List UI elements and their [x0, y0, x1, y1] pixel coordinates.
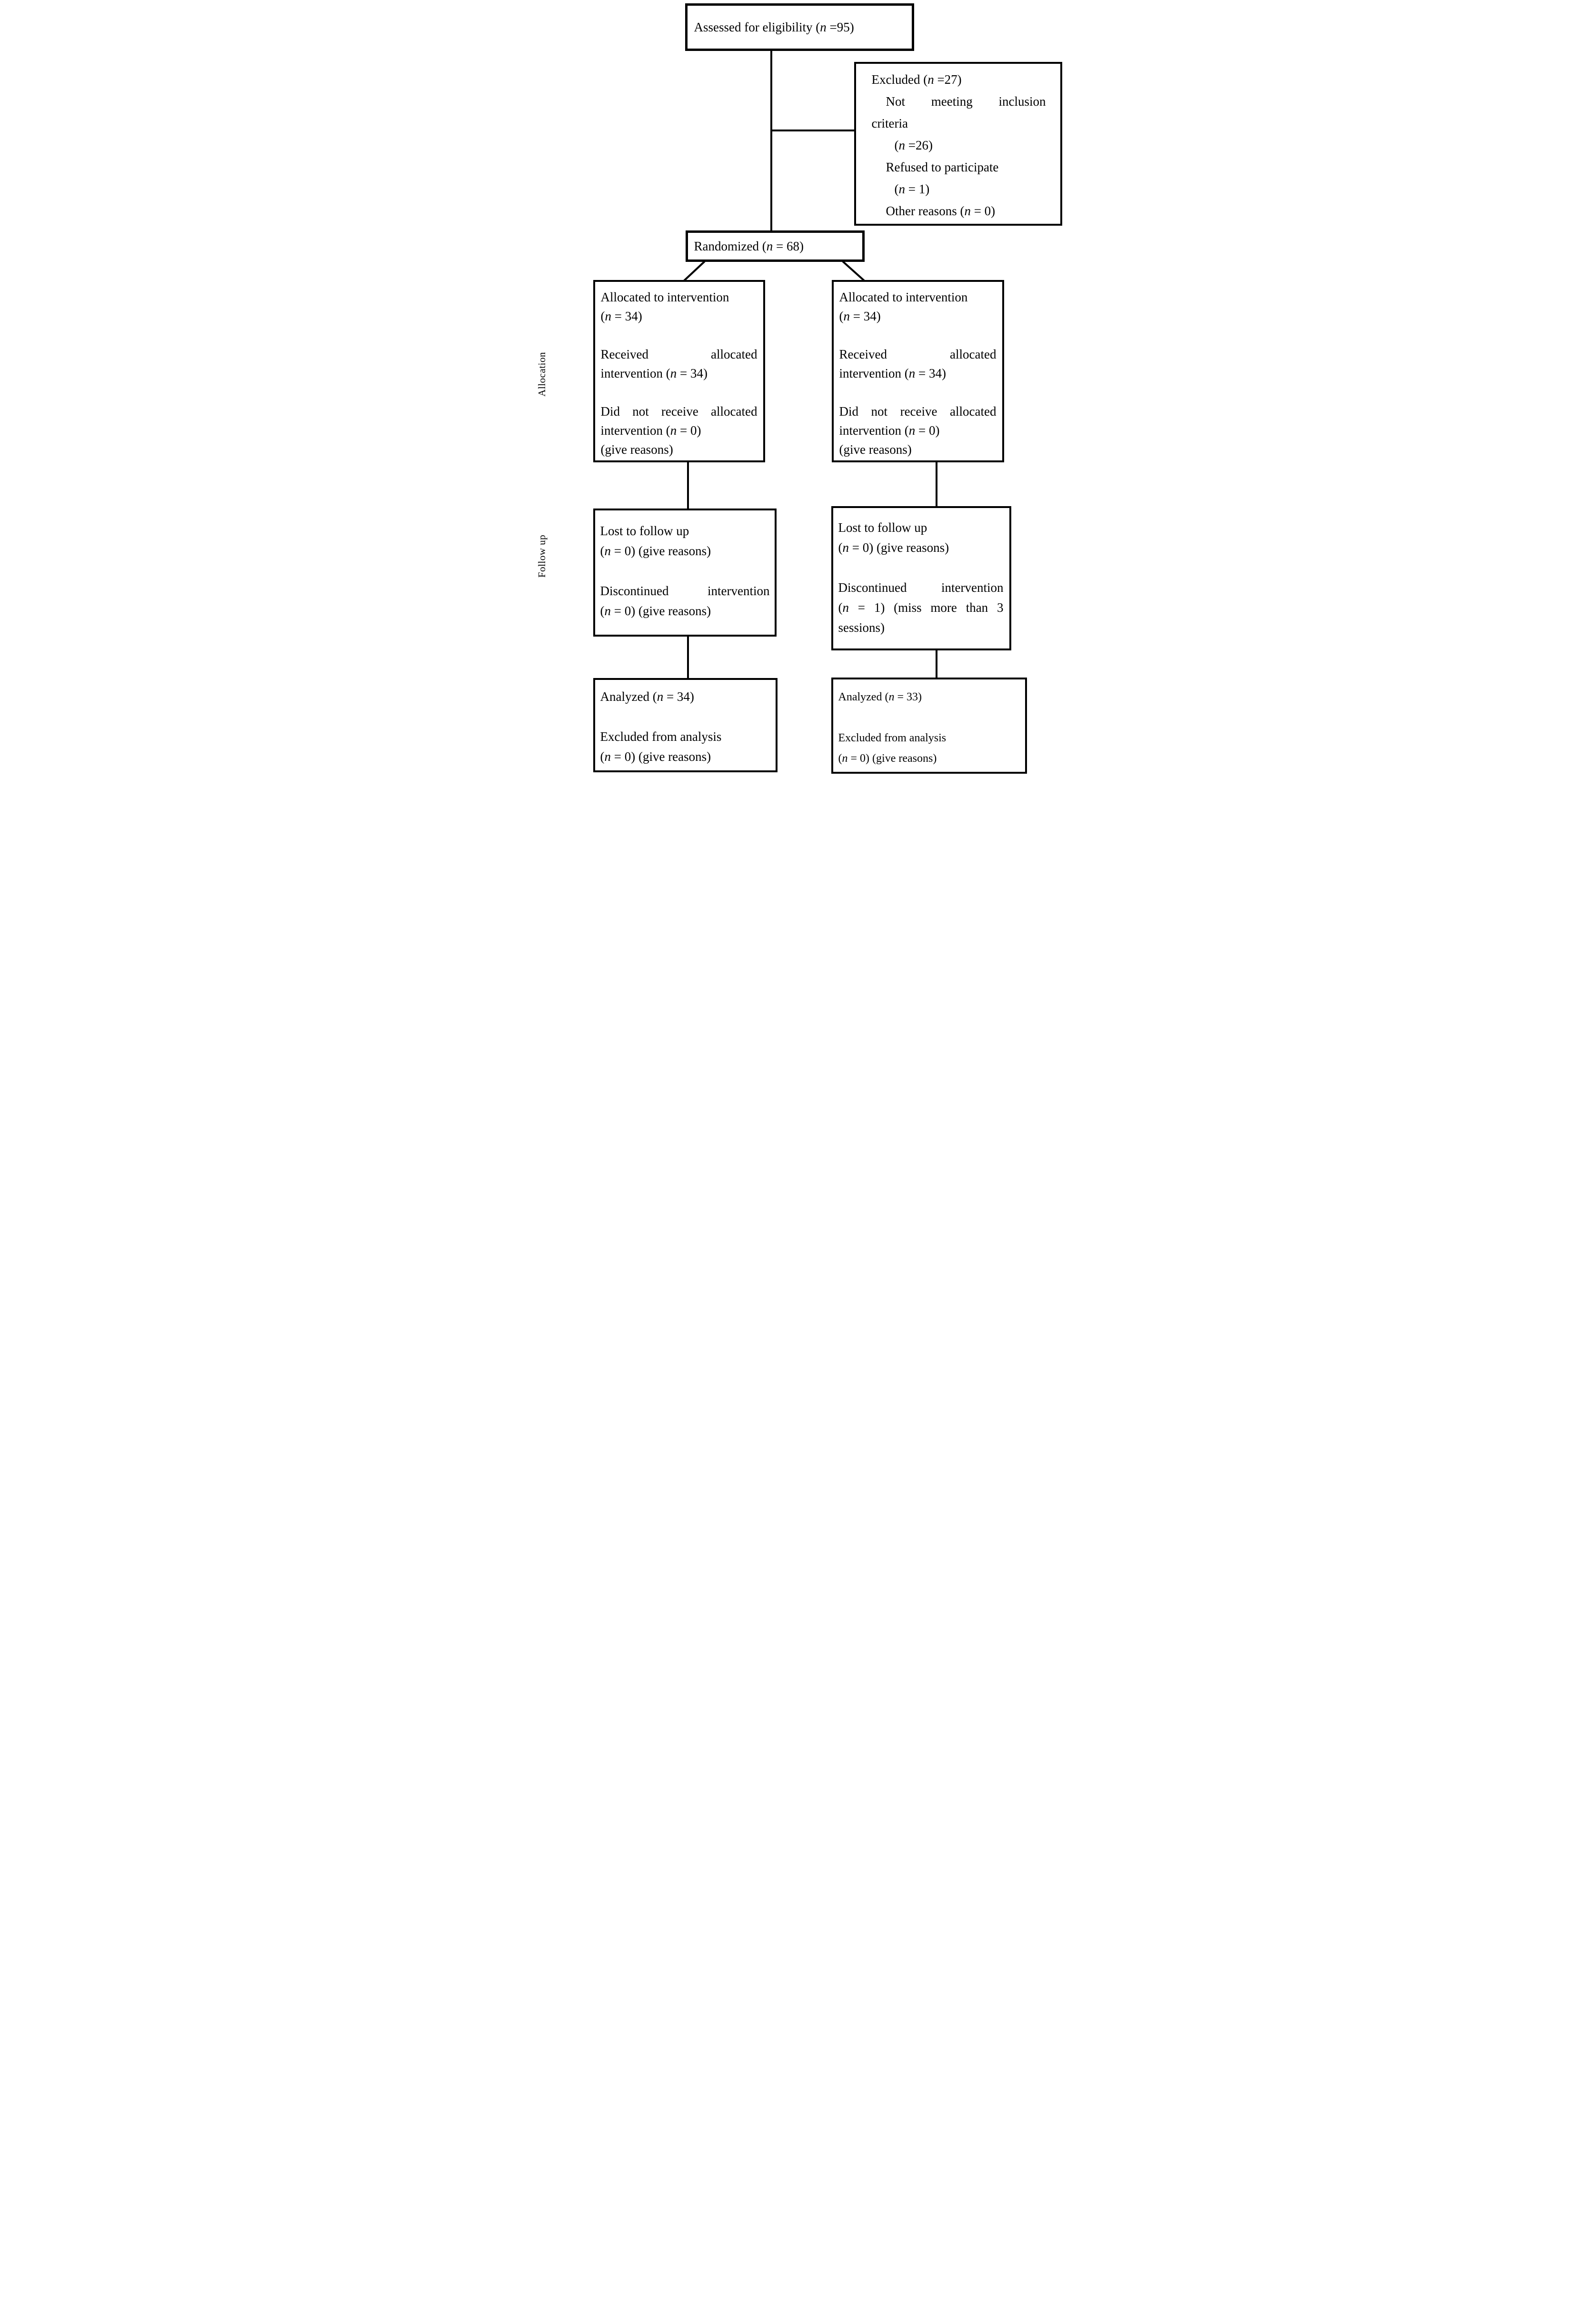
allocation-line: intervention (n = 0)	[600, 423, 701, 438]
allocation-line: (n = 34)	[600, 309, 642, 323]
allocation-line: (n = 34)	[839, 309, 881, 323]
followup-line: Discontinued intervention	[838, 580, 1004, 595]
allocation-line: Did not receive allocated	[839, 404, 997, 419]
allocated-intervention-right-box: Allocated to intervention (n = 34) Recei…	[831, 280, 1004, 462]
followup-line: (n = 0) (give reasons)	[600, 604, 711, 618]
allocation-line: Received allocated	[839, 347, 997, 361]
allocation-line: (give reasons)	[600, 442, 673, 457]
assessed-eligibility-box: Assessed for eligibility (n =95)	[685, 3, 914, 51]
consort-flow-diagram: Assessed for eligibility (n =95) Exclude…	[531, 0, 1064, 775]
excluded-line: Excluded (n =27)	[871, 72, 962, 87]
followup-line: Lost to follow up	[600, 524, 689, 538]
analyzed-line: (n = 0) (give reasons)	[600, 749, 711, 764]
allocation-line: intervention (n = 0)	[839, 423, 940, 438]
followup-line: sessions)	[838, 620, 885, 635]
allocated-intervention-left-box: Allocated to intervention (n = 34) Recei…	[593, 280, 765, 462]
analyzed-line: Excluded from analysis	[600, 729, 722, 744]
excluded-line: Refused to participate	[886, 160, 999, 174]
allocation-line: Allocated to intervention	[600, 290, 729, 304]
allocation-line: Did not receive allocated	[600, 404, 758, 419]
analyzed-line: (n = 0) (give reasons)	[838, 752, 937, 765]
allocation-side-label: Allocation	[536, 352, 547, 397]
excluded-line: criteria	[871, 116, 908, 130]
analyzed-line: Analyzed (n = 34)	[600, 689, 694, 704]
followup-line	[838, 558, 1004, 578]
analyzed-line: Excluded from analysis	[838, 732, 947, 744]
followup-right-box: Lost to follow up (n = 0) (give reasons)…	[831, 506, 1011, 650]
connector-lines	[682, 49, 937, 681]
allocation-line	[839, 383, 997, 402]
allocation-line: (give reasons)	[839, 442, 912, 457]
allocation-line	[601, 326, 758, 345]
randomized-text: Randomized (n = 68)	[694, 239, 804, 253]
followup-line: (n = 0) (give reasons)	[838, 540, 949, 555]
analyzed-right-box: Analyzed (n = 33) Excluded from analysis…	[831, 678, 1027, 774]
followup-line: Lost to follow up	[838, 520, 927, 535]
connector-diagonal-left	[682, 260, 705, 283]
excluded-line: (n =26)	[894, 138, 933, 152]
allocation-line: Received allocated	[600, 347, 758, 361]
allocation-line	[839, 326, 997, 345]
analyzed-left-box: Analyzed (n = 34) Excluded from analysis…	[593, 678, 778, 772]
excluded-box: Excluded (n =27) Not meeting inclusion c…	[854, 62, 1062, 226]
followup-left-box: Lost to follow up (n = 0) (give reasons)…	[593, 509, 777, 637]
analyzed-line: Analyzed (n = 33)	[838, 691, 922, 703]
followup-line: (n = 0) (give reasons)	[600, 544, 711, 558]
excluded-line: Not meeting inclusion	[886, 94, 1046, 109]
followup-side-label: Follow up	[536, 534, 547, 578]
excluded-line: Other reasons (n = 0)	[886, 204, 996, 218]
followup-line: Discontinued intervention	[600, 584, 770, 598]
analyzed-line	[600, 707, 771, 727]
randomized-box: Randomized (n = 68)	[685, 230, 865, 262]
allocation-line	[601, 383, 758, 402]
followup-line	[600, 561, 770, 581]
assessed-eligibility-text: Assessed for eligibility (n =95)	[694, 20, 854, 34]
analyzed-line	[838, 708, 1019, 728]
allocation-line: intervention (n = 34)	[600, 366, 708, 380]
allocation-line: intervention (n = 34)	[839, 366, 946, 380]
connector-diagonal-right	[842, 260, 866, 283]
followup-line: (n = 1) (miss more than 3	[838, 600, 1004, 615]
excluded-line: (n = 1)	[894, 182, 930, 196]
allocation-line: Allocated to intervention	[839, 290, 968, 304]
